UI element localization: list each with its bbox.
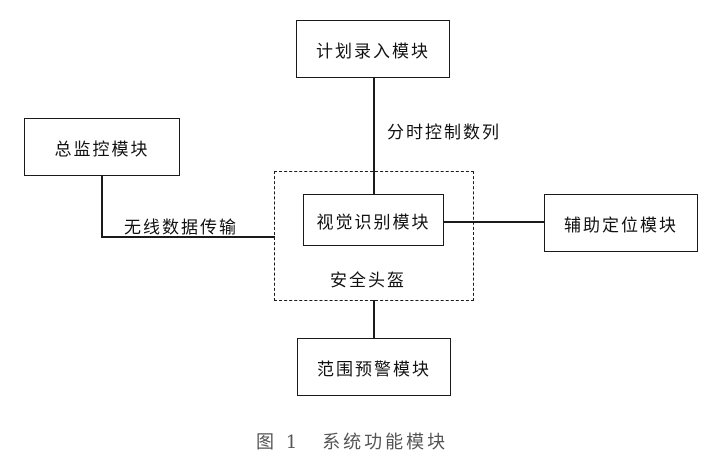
figure-caption: 图 1 系统功能模块 xyxy=(256,428,448,454)
visual-recognition-module: 视觉识别模块 xyxy=(303,194,444,246)
edge-label-wireless-transmission: 无线数据传输 xyxy=(124,218,238,238)
connector-visual-to-aux xyxy=(443,221,544,223)
connector-helmet-to-warning xyxy=(373,300,375,338)
connector-monitor-vertical xyxy=(101,176,103,237)
plan-entry-module: 计划录入模块 xyxy=(296,20,450,78)
connector-monitor-horizontal xyxy=(101,236,275,238)
safety-helmet-group xyxy=(274,171,474,301)
range-warning-module: 范围预警模块 xyxy=(297,338,451,396)
figure-number: 图 1 xyxy=(256,432,301,453)
master-monitor-module: 总监控模块 xyxy=(24,118,180,176)
figure-title: 系统功能模块 xyxy=(322,432,449,453)
aux-positioning-module: 辅助定位模块 xyxy=(544,194,698,252)
safety-helmet-label: 安全头盔 xyxy=(330,271,406,291)
edge-label-timing-control: 分时控制数列 xyxy=(387,123,501,143)
connector-plan-to-visual xyxy=(373,78,375,194)
